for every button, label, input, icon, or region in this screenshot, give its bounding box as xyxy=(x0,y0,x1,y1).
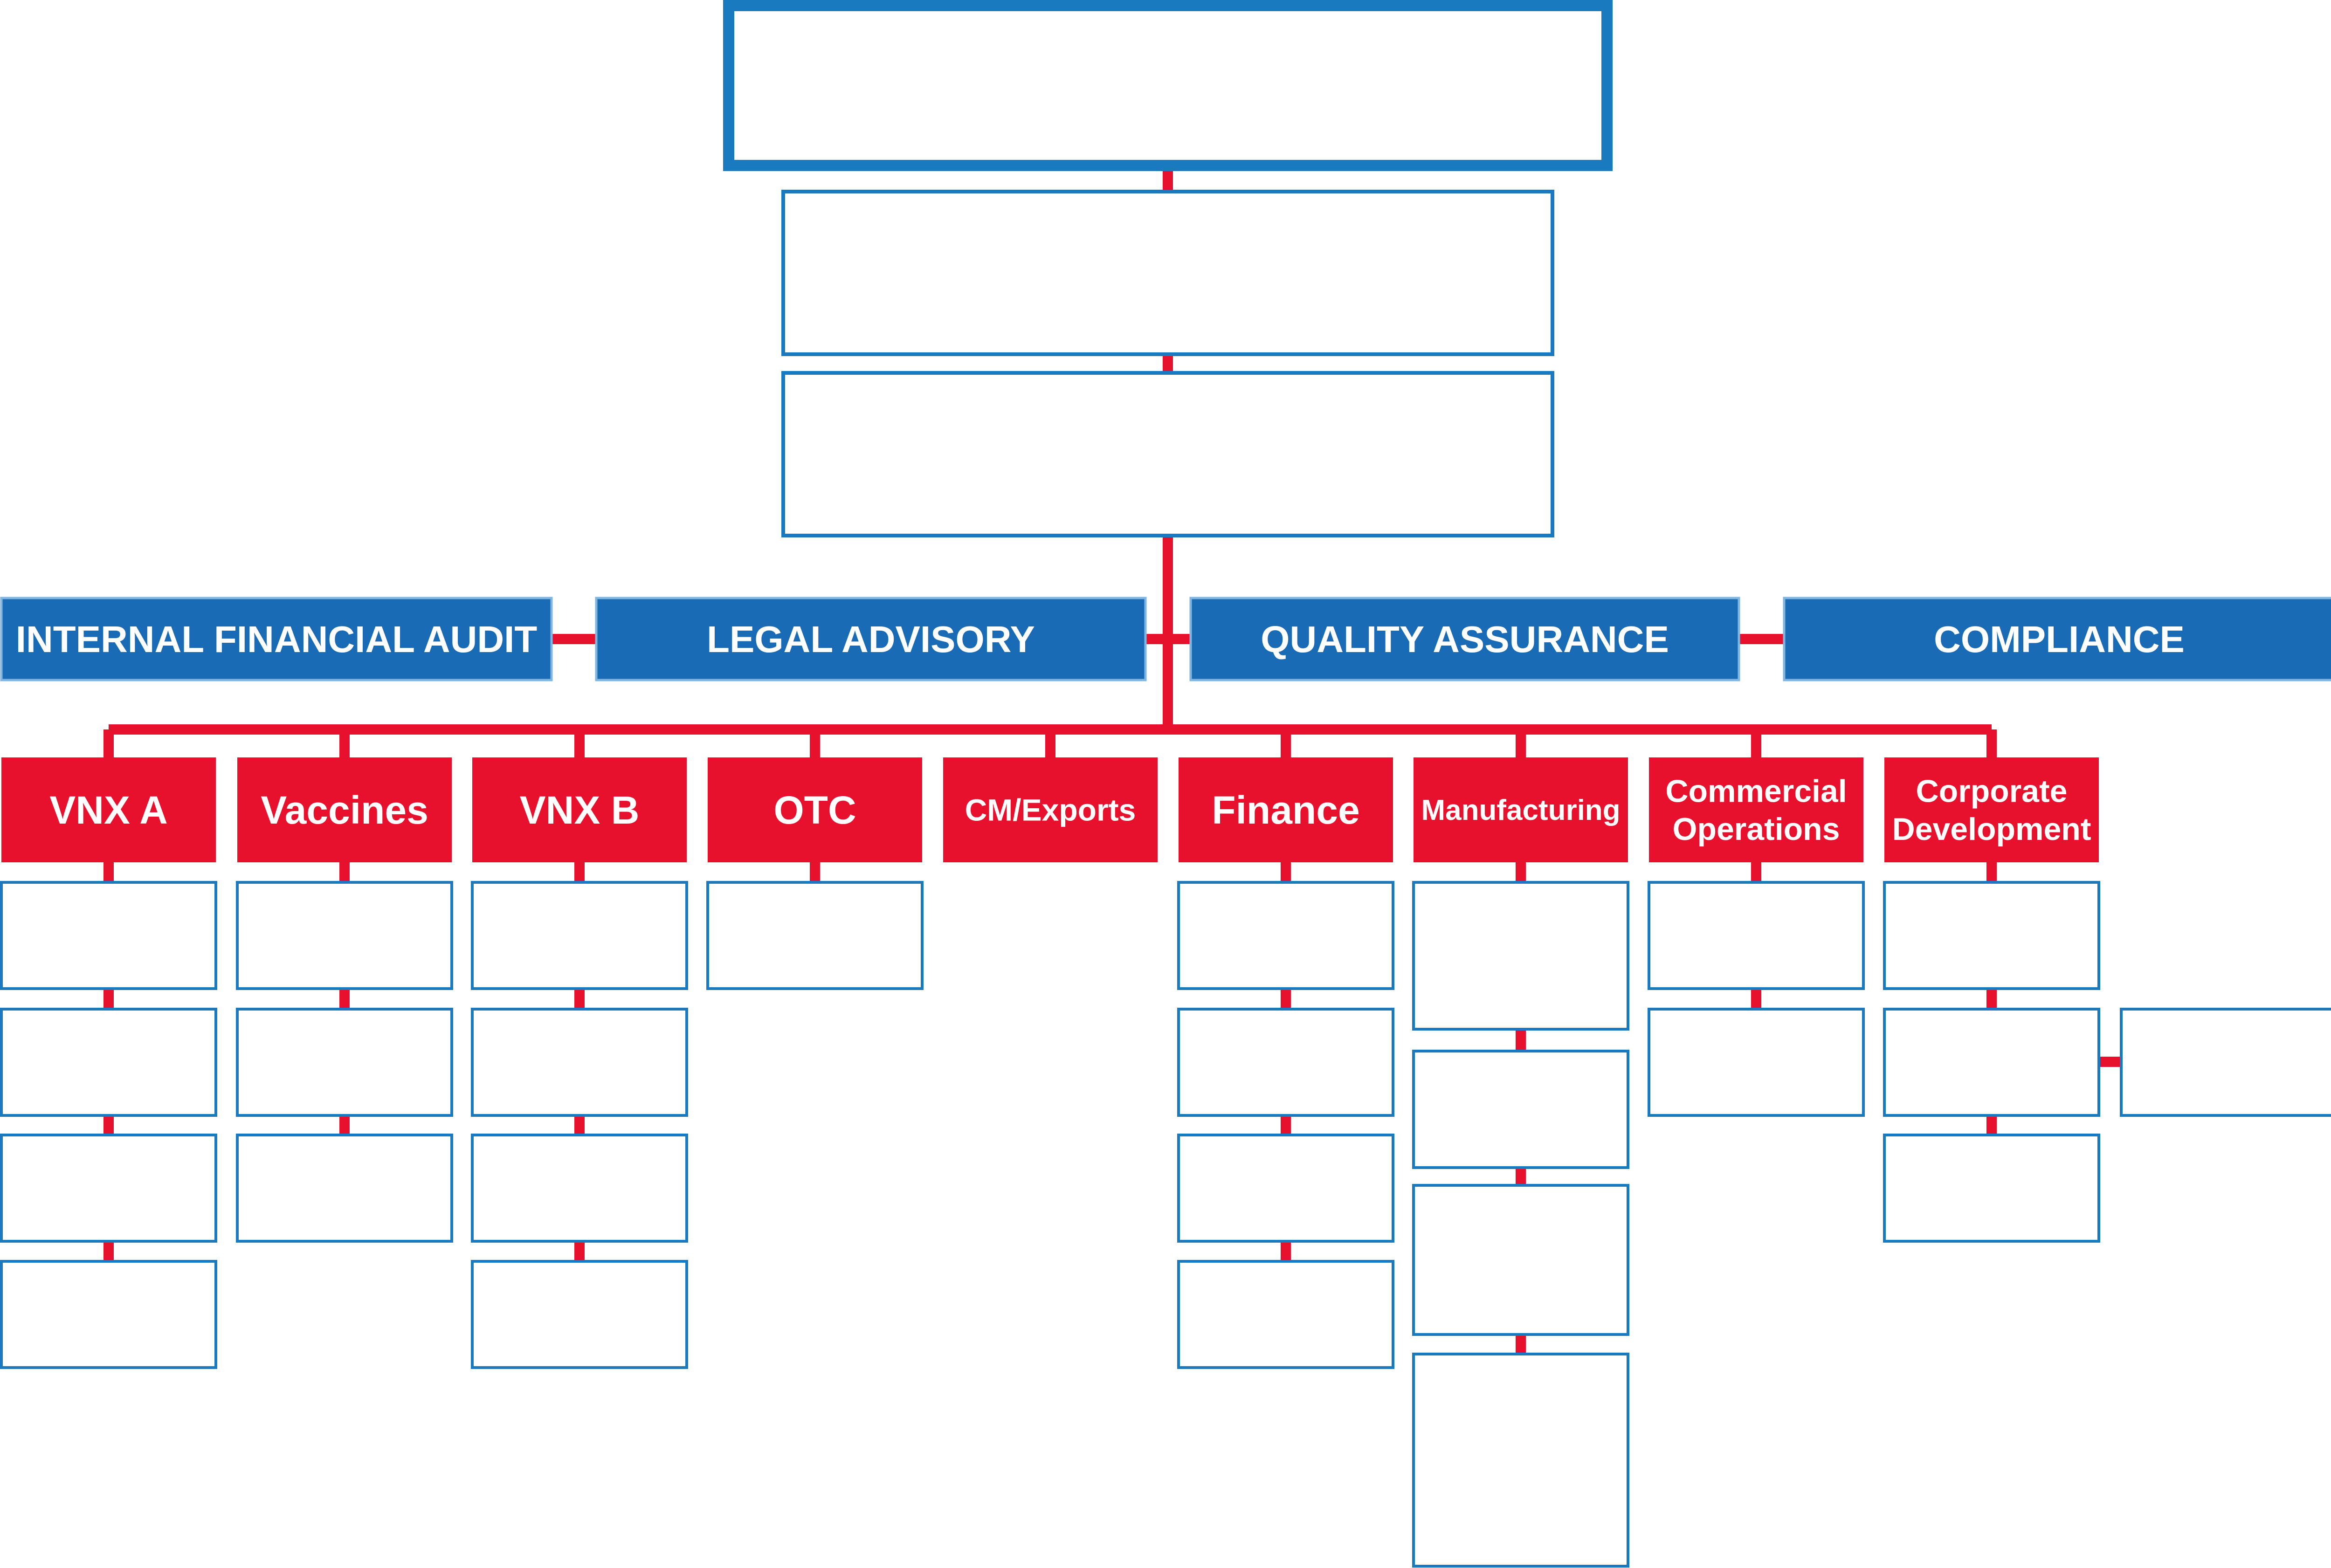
staff-box-internal-financial-audit: INTERNAL FINANCIAL AUDIT xyxy=(0,597,553,681)
sub-unit-box-finance-3 xyxy=(1177,1134,1394,1243)
sub-unit-box-manufacturing-1 xyxy=(1412,881,1629,1031)
sub-unit-box-vaccines-2 xyxy=(236,1008,453,1117)
sub-unit-box-vnx-a-4 xyxy=(0,1260,217,1369)
division-label-manufacturing: Manufacturing xyxy=(1421,794,1620,826)
division-box-otc: OTC xyxy=(708,757,922,862)
top-box-3 xyxy=(781,371,1554,537)
division-label-commercial-operations-line-2: Operations xyxy=(1673,812,1840,847)
sub-unit-box-vaccines-1 xyxy=(236,881,453,990)
sub-unit-box-corporate-development-3 xyxy=(1883,1134,2100,1243)
division-box-vnx-a: VNX A xyxy=(1,757,216,862)
sub-unit-box-commercial-operations-2 xyxy=(1648,1008,1865,1117)
sub-unit-box-commercial-operations-1 xyxy=(1648,881,1865,990)
division-box-finance: Finance xyxy=(1179,757,1393,862)
staff-box-legal-advisory: LEGAL ADVISORY xyxy=(595,597,1147,681)
division-label-vnx-a: VNX A xyxy=(49,788,168,832)
divisions: VNX A Vaccines VNX B OTC CM/Exports Finance Ma… xyxy=(1,757,2099,862)
division-box-cm-exports: CM/Exports xyxy=(943,757,1158,862)
sub-unit-box-vaccines-3 xyxy=(236,1134,453,1243)
sub-unit-box-corporate-development-side xyxy=(2120,1008,2331,1117)
sub-unit-box-vnx-b-4 xyxy=(471,1260,688,1369)
division-box-vaccines: Vaccines xyxy=(237,757,452,862)
division-label-vnx-b: VNX B xyxy=(520,788,640,832)
sub-unit-box-vnx-b-3 xyxy=(471,1134,688,1243)
sub-unit-box-finance-4 xyxy=(1177,1260,1394,1369)
sub-unit-box-corporate-development-2 xyxy=(1883,1008,2100,1117)
division-label-finance: Finance xyxy=(1212,788,1359,832)
sub-unit-box-finance-2 xyxy=(1177,1008,1394,1117)
sub-unit-box-manufacturing-2 xyxy=(1412,1050,1629,1169)
staff-label-legal-advisory: LEGAL ADVISORY xyxy=(707,619,1035,660)
division-label-corporate-development-line-2: Development xyxy=(1892,812,2091,847)
sub-unit-box-finance-1 xyxy=(1177,881,1394,990)
sub-unit-box-vnx-a-1 xyxy=(0,881,217,990)
division-label-cm-exports: CM/Exports xyxy=(965,793,1136,827)
sub-unit-box-vnx-a-3 xyxy=(0,1134,217,1243)
sub-unit-box-manufacturing-3 xyxy=(1412,1184,1629,1336)
staff-label-compliance: COMPLIANCE xyxy=(1934,619,2185,660)
sub-units xyxy=(0,881,2331,1568)
sub-unit-box-corporate-development-1 xyxy=(1883,881,2100,990)
sub-unit-box-vnx-b-1 xyxy=(471,881,688,990)
sub-unit-box-manufacturing-4 xyxy=(1412,1353,1629,1568)
division-label-corporate-development-line-1: Corporate xyxy=(1916,774,2068,809)
sub-unit-box-otc-1 xyxy=(706,881,924,990)
division-label-otc: OTC xyxy=(773,788,856,832)
top-box-2 xyxy=(781,190,1554,356)
sub-unit-box-vnx-b-2 xyxy=(471,1008,688,1117)
top-boxes xyxy=(723,0,1613,537)
division-box-vnx-b: VNX B xyxy=(472,757,687,862)
staff-box-quality-assurance: QUALITY ASSURANCE xyxy=(1189,597,1740,681)
staff-functions: INTERNAL FINANCIAL AUDIT LEGAL ADVISORY QU… xyxy=(0,597,2331,681)
staff-box-compliance: COMPLIANCE xyxy=(1783,597,2331,681)
staff-label-quality-assurance: QUALITY ASSURANCE xyxy=(1261,619,1669,660)
staff-label-internal-financial-audit: INTERNAL FINANCIAL AUDIT xyxy=(16,619,538,660)
top-box-1 xyxy=(723,0,1613,171)
sub-unit-box-vnx-a-2 xyxy=(0,1008,217,1117)
division-label-vaccines: Vaccines xyxy=(261,788,428,832)
division-label-commercial-operations-line-1: Commercial xyxy=(1665,774,1847,809)
division-box-manufacturing: Manufacturing xyxy=(1414,757,1628,862)
